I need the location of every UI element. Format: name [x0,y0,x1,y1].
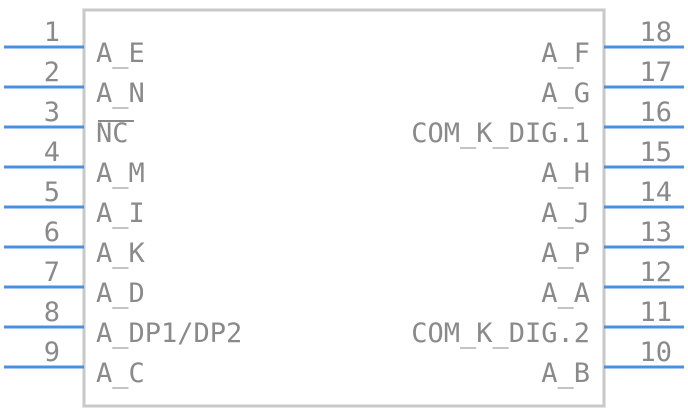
right-pin-18: 18A_F [541,17,684,69]
pin-name: A_F [541,38,590,69]
pin-name: A_D [96,278,145,309]
right-pin-10: 10A_B [541,337,684,389]
pin-name: NC [96,118,129,149]
pin-name: A_C [96,358,145,389]
pin-number: 8 [44,297,60,328]
pin-number: 10 [639,337,672,368]
pin-number: 1 [44,17,60,48]
pin-number: 3 [44,97,60,128]
pin-number: 18 [639,17,672,48]
left-pin-2: 2A_N [4,57,145,109]
pin-name: A_N [96,78,145,109]
pin-name: A_G [541,78,590,109]
pin-name: A_E [96,38,145,69]
pin-name: A_A [541,278,590,309]
left-pin-1: 1A_E [4,17,145,69]
pin-number: 6 [44,217,60,248]
pin-number: 12 [639,257,672,288]
pin-number: 14 [639,177,672,208]
pin-number: 13 [639,217,672,248]
left-pin-4: 4A_M [4,137,145,189]
pin-number: 5 [44,177,60,208]
pin-number: 7 [44,257,60,288]
right-pin-group: 18A_F17A_G16COM_K_DIG.115A_H14A_J13A_P12… [411,17,684,389]
left-pin-5: 5A_I [4,177,145,229]
right-pin-15: 15A_H [541,137,684,189]
pin-name: A_I [96,198,145,229]
pin-number: 17 [639,57,672,88]
pin-name: A_B [541,358,590,389]
pin-number: 4 [44,137,60,168]
right-pin-12: 12A_A [541,257,684,309]
right-pin-14: 14A_J [541,177,684,229]
left-pin-6: 6A_K [4,217,146,269]
pin-number: 15 [639,137,672,168]
pin-number: 11 [639,297,672,328]
pin-name: A_K [96,238,146,269]
pin-number: 9 [44,337,60,368]
left-pin-8: 8A_DP1/DP2 [4,297,242,349]
pin-name: A_H [541,158,590,189]
pin-name: COM_K_DIG.2 [411,318,590,349]
left-pin-7: 7A_D [4,257,145,309]
component-body [82,8,606,408]
pin-name: A_P [541,238,590,269]
pin-name: COM_K_DIG.1 [411,118,590,149]
left-pin-3: 3NC [4,97,129,149]
pin-number: 16 [639,97,672,128]
right-pin-13: 13A_P [541,217,684,269]
left-pin-group: 1A_E2A_N3NC4A_M5A_I6A_K7A_D8A_DP1/DP29A_… [4,17,242,389]
pin-name: A_DP1/DP2 [96,318,242,349]
pin-name: A_J [541,198,590,229]
pin-name: A_M [96,158,145,189]
right-pin-17: 17A_G [541,57,684,109]
left-pin-9: 9A_C [4,337,145,389]
pin-number: 2 [44,57,60,88]
